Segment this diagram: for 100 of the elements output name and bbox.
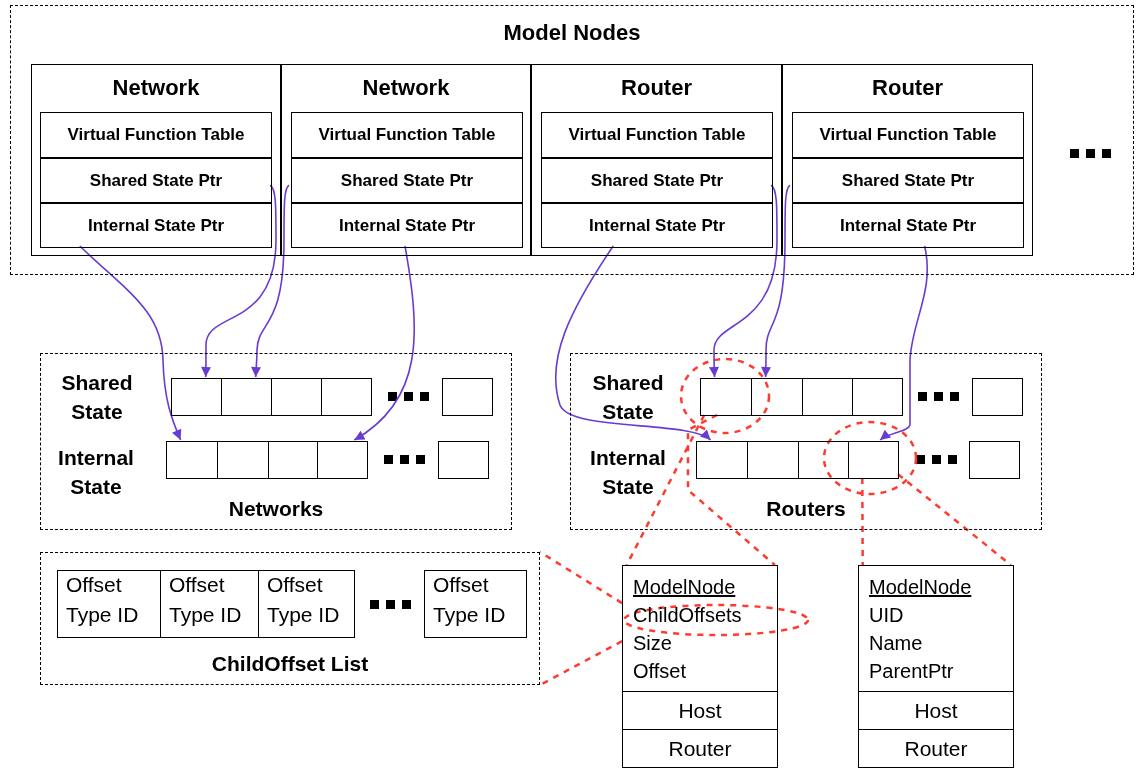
pointer-arrow — [709, 184, 778, 378]
field-label: Internal State Ptr — [88, 216, 224, 236]
dashed-connector — [539, 550, 623, 605]
object-title: Router — [872, 75, 943, 101]
group-title: Model Nodes — [503, 20, 641, 46]
field-row — [541, 158, 773, 203]
field-row — [40, 112, 272, 158]
field-label: Shared State Ptr — [340, 171, 474, 191]
pointer-arrow — [79, 245, 182, 441]
attribute-label: ParentPtr — [869, 660, 954, 683]
class-name: ModelNode — [869, 576, 972, 599]
object-box — [782, 64, 1033, 256]
field-label: Shared State Ptr — [89, 171, 223, 191]
dashed-group — [40, 353, 512, 530]
class-box — [622, 565, 778, 692]
field-label: Virtual Function Table — [67, 125, 245, 145]
object-box — [281, 64, 531, 256]
class-section — [622, 691, 778, 730]
row-label: Shared State — [591, 370, 665, 425]
field-label: Shared State Ptr — [841, 171, 975, 191]
field-row — [40, 203, 272, 248]
array-cell — [217, 441, 269, 479]
field-label: Internal State Ptr — [589, 216, 725, 236]
row-label: Internal State — [589, 445, 667, 500]
attribute-label: Size — [633, 632, 672, 655]
attribute-label: ChildOffsets — [633, 604, 742, 627]
array-cell — [696, 441, 748, 479]
dashed-group — [570, 353, 1042, 530]
row-label: Internal State — [57, 445, 135, 500]
array-cell — [321, 378, 372, 416]
field-row — [291, 112, 523, 158]
object-title: Network — [362, 75, 450, 101]
array-cell — [442, 378, 493, 416]
group-title: ChildOffset List — [211, 652, 369, 676]
field-label: Virtual Function Table — [318, 125, 496, 145]
offset-cell — [424, 570, 527, 638]
array-cell — [166, 441, 218, 479]
array-cell — [271, 378, 322, 416]
array-cell — [798, 441, 849, 479]
field-label: Virtual Function Table — [568, 125, 746, 145]
group-title: Networks — [228, 497, 324, 521]
pointer-arrow — [879, 245, 929, 441]
array-cell — [802, 378, 853, 416]
dashed-connector — [625, 414, 706, 566]
array-cell — [969, 441, 1020, 479]
field-row — [291, 203, 523, 248]
field-label: Internal State Ptr — [840, 216, 976, 236]
array-cell — [852, 378, 903, 416]
array-cell — [747, 441, 799, 479]
object-box — [531, 64, 782, 256]
section-label: Router — [904, 737, 968, 761]
field-name: Offset — [66, 573, 122, 597]
field-row — [792, 203, 1024, 248]
array-cell — [848, 441, 899, 479]
pointer-arrow — [554, 245, 712, 441]
attribute-label: Name — [869, 632, 923, 655]
class-section — [858, 729, 1014, 768]
array-cell — [438, 441, 489, 479]
field-type: Type ID — [169, 603, 242, 627]
dashed-connector — [861, 478, 864, 565]
object-title: Router — [621, 75, 692, 101]
class-name: ModelNode — [633, 576, 736, 599]
array-cell — [700, 378, 752, 416]
dashed-group — [40, 552, 540, 685]
field-type: Type ID — [66, 603, 139, 627]
class-box — [858, 565, 1014, 692]
field-label: Virtual Function Table — [819, 125, 997, 145]
array-cell — [171, 378, 222, 416]
section-label: Router — [668, 737, 732, 761]
field-name: Offset — [267, 573, 323, 597]
field-row — [541, 203, 773, 248]
section-label: Host — [678, 699, 722, 723]
array-cell — [972, 378, 1023, 416]
class-section — [622, 729, 778, 768]
object-title: Network — [112, 75, 200, 101]
array-cell — [221, 378, 272, 416]
class-section — [858, 691, 1014, 730]
field-row — [792, 158, 1024, 203]
pointer-arrow — [201, 184, 277, 378]
object-box — [31, 64, 281, 256]
field-name: Offset — [169, 573, 225, 597]
dashed-group — [10, 5, 1134, 275]
field-row — [792, 112, 1024, 158]
field-row — [291, 158, 523, 203]
group-title: Routers — [766, 497, 846, 521]
row-label: Shared State — [60, 370, 134, 425]
attribute-label: Offset — [633, 660, 686, 683]
field-label: Internal State Ptr — [339, 216, 475, 236]
dashed-connector — [539, 640, 623, 687]
offset-cell — [160, 570, 259, 638]
field-name: Offset — [433, 573, 489, 597]
offset-cell — [57, 570, 161, 638]
offset-cell — [258, 570, 355, 638]
field-row — [541, 112, 773, 158]
pointer-arrow — [761, 184, 791, 378]
dashed-connector — [686, 413, 776, 566]
dashed-connector — [897, 473, 1012, 566]
field-type: Type ID — [433, 603, 506, 627]
field-label: Shared State Ptr — [590, 171, 724, 191]
array-cell — [268, 441, 318, 479]
